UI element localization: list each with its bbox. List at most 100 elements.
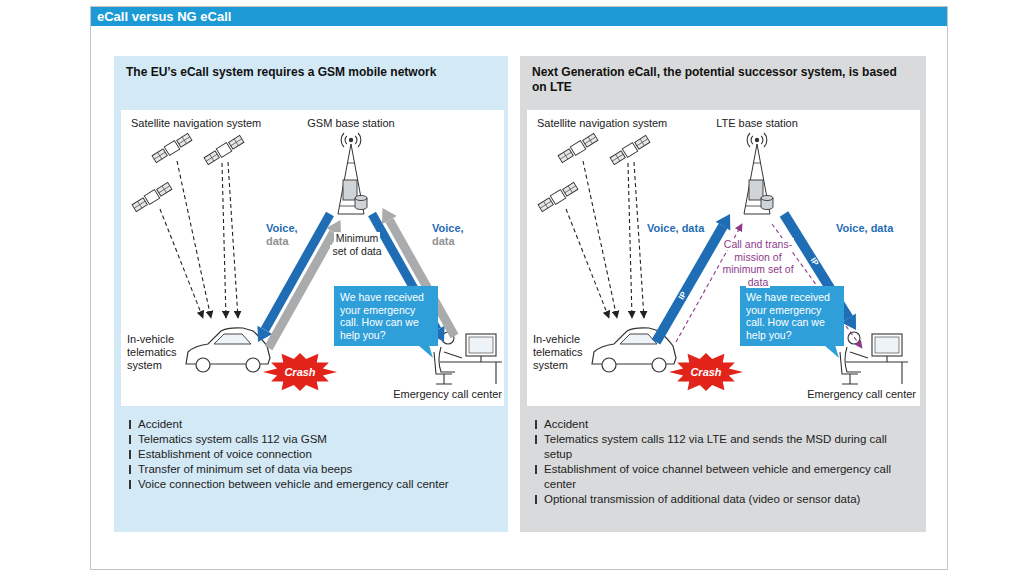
diagram-label: Minimum set of data	[328, 232, 386, 257]
protocol-tag: IP	[672, 284, 694, 308]
radio-wave	[355, 136, 357, 144]
solar-panel-line	[538, 198, 553, 212]
car-wheel	[652, 358, 666, 372]
satellite-icon	[132, 182, 173, 213]
satellite-body	[622, 143, 637, 158]
bullet-item: Establishment of voice connection	[128, 447, 498, 462]
operator-body	[845, 347, 868, 372]
bullet-mark	[535, 465, 537, 474]
bubble-text: We have received your emergency call. Ho…	[340, 291, 432, 341]
diagram-label: GSM base station	[286, 117, 416, 130]
bullet-item: Optional transmission of additional data…	[534, 492, 904, 507]
monitor	[466, 334, 496, 356]
ip-band-head	[716, 214, 731, 230]
voice-band	[265, 214, 330, 330]
solar-panel-line	[558, 149, 573, 163]
radio-wave	[751, 136, 753, 144]
label-box: Emergency call center	[786, 388, 916, 401]
call-center-icon	[840, 332, 908, 384]
solar-panel	[610, 151, 625, 165]
solar-panel	[132, 198, 147, 212]
diagram-label: Voice,	[432, 222, 482, 235]
solar-panel-line	[152, 149, 167, 163]
bullet-mark	[129, 420, 131, 429]
crash-text: Crash	[690, 366, 721, 379]
bullet-mark	[535, 495, 537, 504]
outer-frame	[91, 7, 948, 570]
car-wheel	[246, 358, 260, 372]
satellite-icon	[204, 135, 245, 166]
crash-burst: Crash	[668, 350, 744, 394]
bullet-mark	[129, 480, 131, 489]
label-patch: Call and trans- mission of minimum set o…	[720, 238, 795, 288]
solar-panel	[538, 198, 553, 212]
bullet-text: Optional transmission of additional data…	[544, 492, 904, 507]
monitor-stand	[480, 356, 481, 362]
solar-panel-line	[132, 198, 147, 212]
solar-panel-line	[157, 182, 172, 196]
data-band	[269, 232, 334, 348]
solar-panel-line	[583, 133, 598, 147]
bullet-text: Transfer of minimum set of data via beep…	[138, 462, 498, 477]
panel-title: The EU’s eCall system requires a GSM mob…	[126, 65, 496, 80]
chair	[840, 352, 858, 384]
label-box: Emergency call center	[372, 388, 502, 401]
label-box: Minimum set of data	[328, 232, 386, 257]
bullet-item: Telematics system calls 112 via GSM	[128, 432, 498, 447]
satellite-signal	[160, 209, 203, 318]
satellite-icon	[558, 133, 599, 164]
radio-wave	[747, 133, 750, 147]
satellite-signal	[634, 162, 644, 318]
diagram-label: Satellite navigation system	[131, 117, 331, 130]
title-box: eCall versus NG eCall	[97, 8, 697, 25]
antenna-tip	[755, 138, 759, 142]
label-box: IP	[672, 284, 694, 308]
bullet-mark	[535, 435, 537, 444]
operator-body	[439, 347, 462, 372]
database-cylinder	[761, 196, 773, 210]
bullet-item: Accident	[128, 417, 498, 432]
car-body	[186, 328, 270, 364]
bullet-text: Accident	[138, 417, 498, 432]
desk	[440, 362, 502, 384]
protocol-tag: IP	[803, 250, 825, 274]
diagram-title: eCall versus NG eCall	[97, 8, 697, 25]
diagram-label: data	[432, 235, 482, 248]
bullet-text: Accident	[544, 417, 904, 432]
car-icon	[186, 328, 270, 372]
satellite-signal	[628, 163, 632, 318]
bullet-item: Transfer of minimum set of data via beep…	[128, 462, 498, 477]
car-window	[620, 334, 657, 344]
radio-wave	[761, 136, 763, 144]
label-box: data	[432, 235, 482, 248]
bullet-text: Establishment of voice channel between v…	[544, 462, 904, 492]
solar-panel	[563, 182, 578, 196]
monitor-screen	[469, 337, 493, 353]
bubble-text: We have received your emergency call. Ho…	[746, 291, 838, 341]
bullet-list: AccidentTelematics system calls 112 via …	[534, 417, 904, 507]
label-box: In-vehicle telematics system	[127, 333, 184, 372]
solar-panel-line	[229, 135, 244, 149]
satellite-icon	[610, 135, 651, 166]
data-band-head	[382, 208, 397, 224]
monitor-screen	[875, 337, 899, 353]
bubble-tail	[824, 345, 840, 359]
crash-burst: Crash	[262, 350, 338, 394]
solar-panel	[635, 135, 650, 149]
diagram-label: In-vehicle telematics system	[533, 333, 590, 372]
ip-band	[656, 226, 723, 342]
solar-panel	[229, 135, 244, 149]
label-box: data	[266, 235, 314, 248]
satellite-body	[216, 143, 231, 158]
satellite-body	[570, 141, 585, 156]
diagram-label: Emergency call center	[372, 388, 502, 401]
illustration-ground	[527, 110, 920, 406]
bullet-mark	[129, 435, 131, 444]
car-window	[214, 334, 251, 344]
illustration-ground	[121, 110, 504, 406]
radio-wave	[341, 133, 344, 147]
satellite-body	[550, 190, 565, 205]
bullet-text: Telematics system calls 112 via GSM	[138, 432, 498, 447]
label-box: Voice, data	[836, 222, 914, 235]
